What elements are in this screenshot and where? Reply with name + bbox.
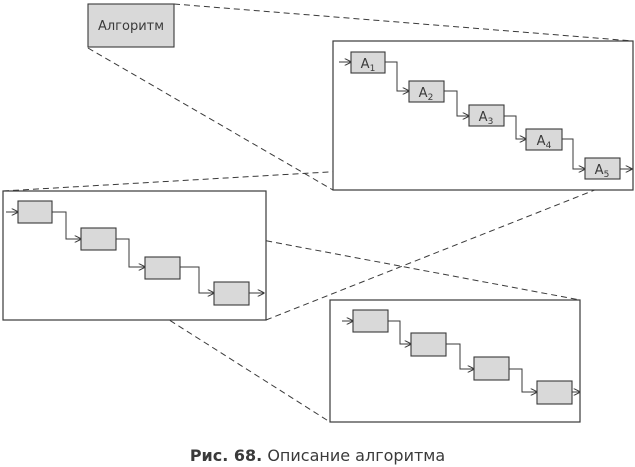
caption-text: Описание алгоритма (262, 446, 446, 465)
step-a4-letter: A (537, 134, 546, 149)
svg-text:A5: A5 (595, 163, 610, 180)
svg-text:A1: A1 (361, 57, 376, 74)
svg-text:A4: A4 (537, 134, 552, 151)
sub-step-2 (80, 227, 117, 251)
step-a3-index: 3 (488, 117, 494, 127)
step-a2-letter: A (419, 86, 428, 101)
step-a3: A3 (468, 104, 505, 127)
main-block-label: Алгоритм (98, 19, 164, 34)
step-a3-letter: A (479, 110, 488, 125)
sub-sub-step-2 (410, 332, 447, 357)
step-a2: A2 (408, 80, 445, 103)
sub-step-1 (17, 200, 53, 224)
step-a5-letter: A (595, 163, 604, 178)
main-algorithm-block: Алгоритм (87, 3, 175, 48)
step-a4-index: 4 (546, 141, 552, 151)
step-a2-index: 2 (428, 93, 434, 103)
sub-sub-step-4 (536, 380, 573, 405)
svg-text:A3: A3 (479, 110, 494, 127)
caption-number: Рис. 68. (189, 446, 263, 465)
zoom-line-main-top (173, 3, 634, 42)
step-a1-index: 1 (370, 64, 376, 74)
sub-sub-step-3 (473, 356, 510, 381)
step-a5: A5 (584, 157, 621, 180)
detail-frame-a5 (2, 190, 267, 321)
sub-step-4 (213, 281, 250, 306)
sub-step-3 (144, 256, 181, 280)
detail-frame-substep (329, 299, 580, 423)
zoom-line-main-bottom (87, 47, 334, 191)
step-a4: A4 (525, 128, 563, 151)
sub-sub-step-1 (352, 309, 389, 333)
zoom-line-a5-right (265, 179, 621, 321)
step-a1-letter: A (361, 57, 370, 72)
step-a1: A1 (350, 51, 386, 74)
figure-caption: Рис. 68. Описание алгоритма (0, 446, 635, 465)
algorithm-diagram: Алгоритм A1 A2 A3 A4 A5 (2, 3, 634, 423)
svg-text:A2: A2 (419, 86, 434, 103)
detail-frame-main: A1 A2 A3 A4 A5 (332, 40, 634, 191)
step-a5-index: 5 (604, 170, 610, 180)
